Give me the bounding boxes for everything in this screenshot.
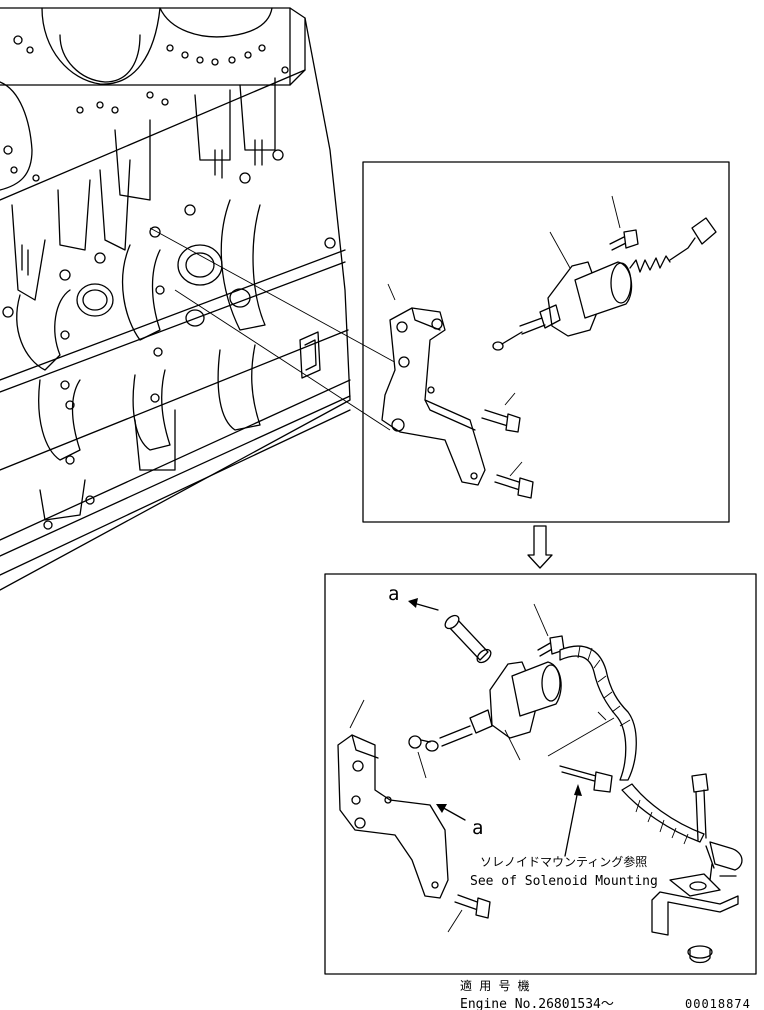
plate-nut: [687, 945, 713, 964]
exploded-view-frame: [362, 161, 730, 523]
solenoid-reference-note: ソレノイドマウンティング参照 See of Solenoid Mounting: [470, 784, 658, 889]
mounting-plate: [651, 873, 739, 936]
applicable-label: 適 用 号 機: [460, 978, 530, 993]
long-bolt: [547, 717, 615, 793]
lower-bracket: [337, 699, 449, 899]
ref-note-jp: ソレノイドマウンティング参照: [480, 854, 647, 869]
block-bolts: [2, 149, 336, 530]
clamp-bolt: [691, 773, 709, 841]
lower-bolt: [447, 894, 491, 933]
ref-note-en: See of Solenoid Mounting: [470, 874, 658, 889]
ref-a-top: a: [388, 583, 439, 611]
harness-clamp: [705, 841, 743, 881]
lower-nut: [408, 735, 431, 749]
assembled-view-frame: [324, 573, 757, 975]
drawing-id: 00018874: [685, 997, 751, 1010]
deck-holes: [3, 35, 289, 182]
wire-harness: [559, 645, 705, 845]
ref-a-right: a: [436, 804, 483, 839]
ref-a-top-label: a: [388, 583, 399, 605]
assembly-leaders: [149, 227, 401, 431]
upper-bracket: [381, 283, 486, 486]
engine-block: [0, 7, 351, 591]
engine-number: Engine No.26801534～: [460, 997, 614, 1010]
upper-bolt-1: [481, 392, 521, 433]
footer: 適 用 号 機 Engine No.26801534～ 00018874: [460, 978, 751, 1010]
lower-solenoid: [417, 603, 565, 779]
spacer-collar: [444, 614, 492, 664]
ref-a-right-label: a: [472, 817, 483, 839]
down-arrow-icon: [527, 525, 553, 569]
upper-solenoid: [492, 195, 717, 351]
upper-bolt-2: [494, 461, 534, 499]
